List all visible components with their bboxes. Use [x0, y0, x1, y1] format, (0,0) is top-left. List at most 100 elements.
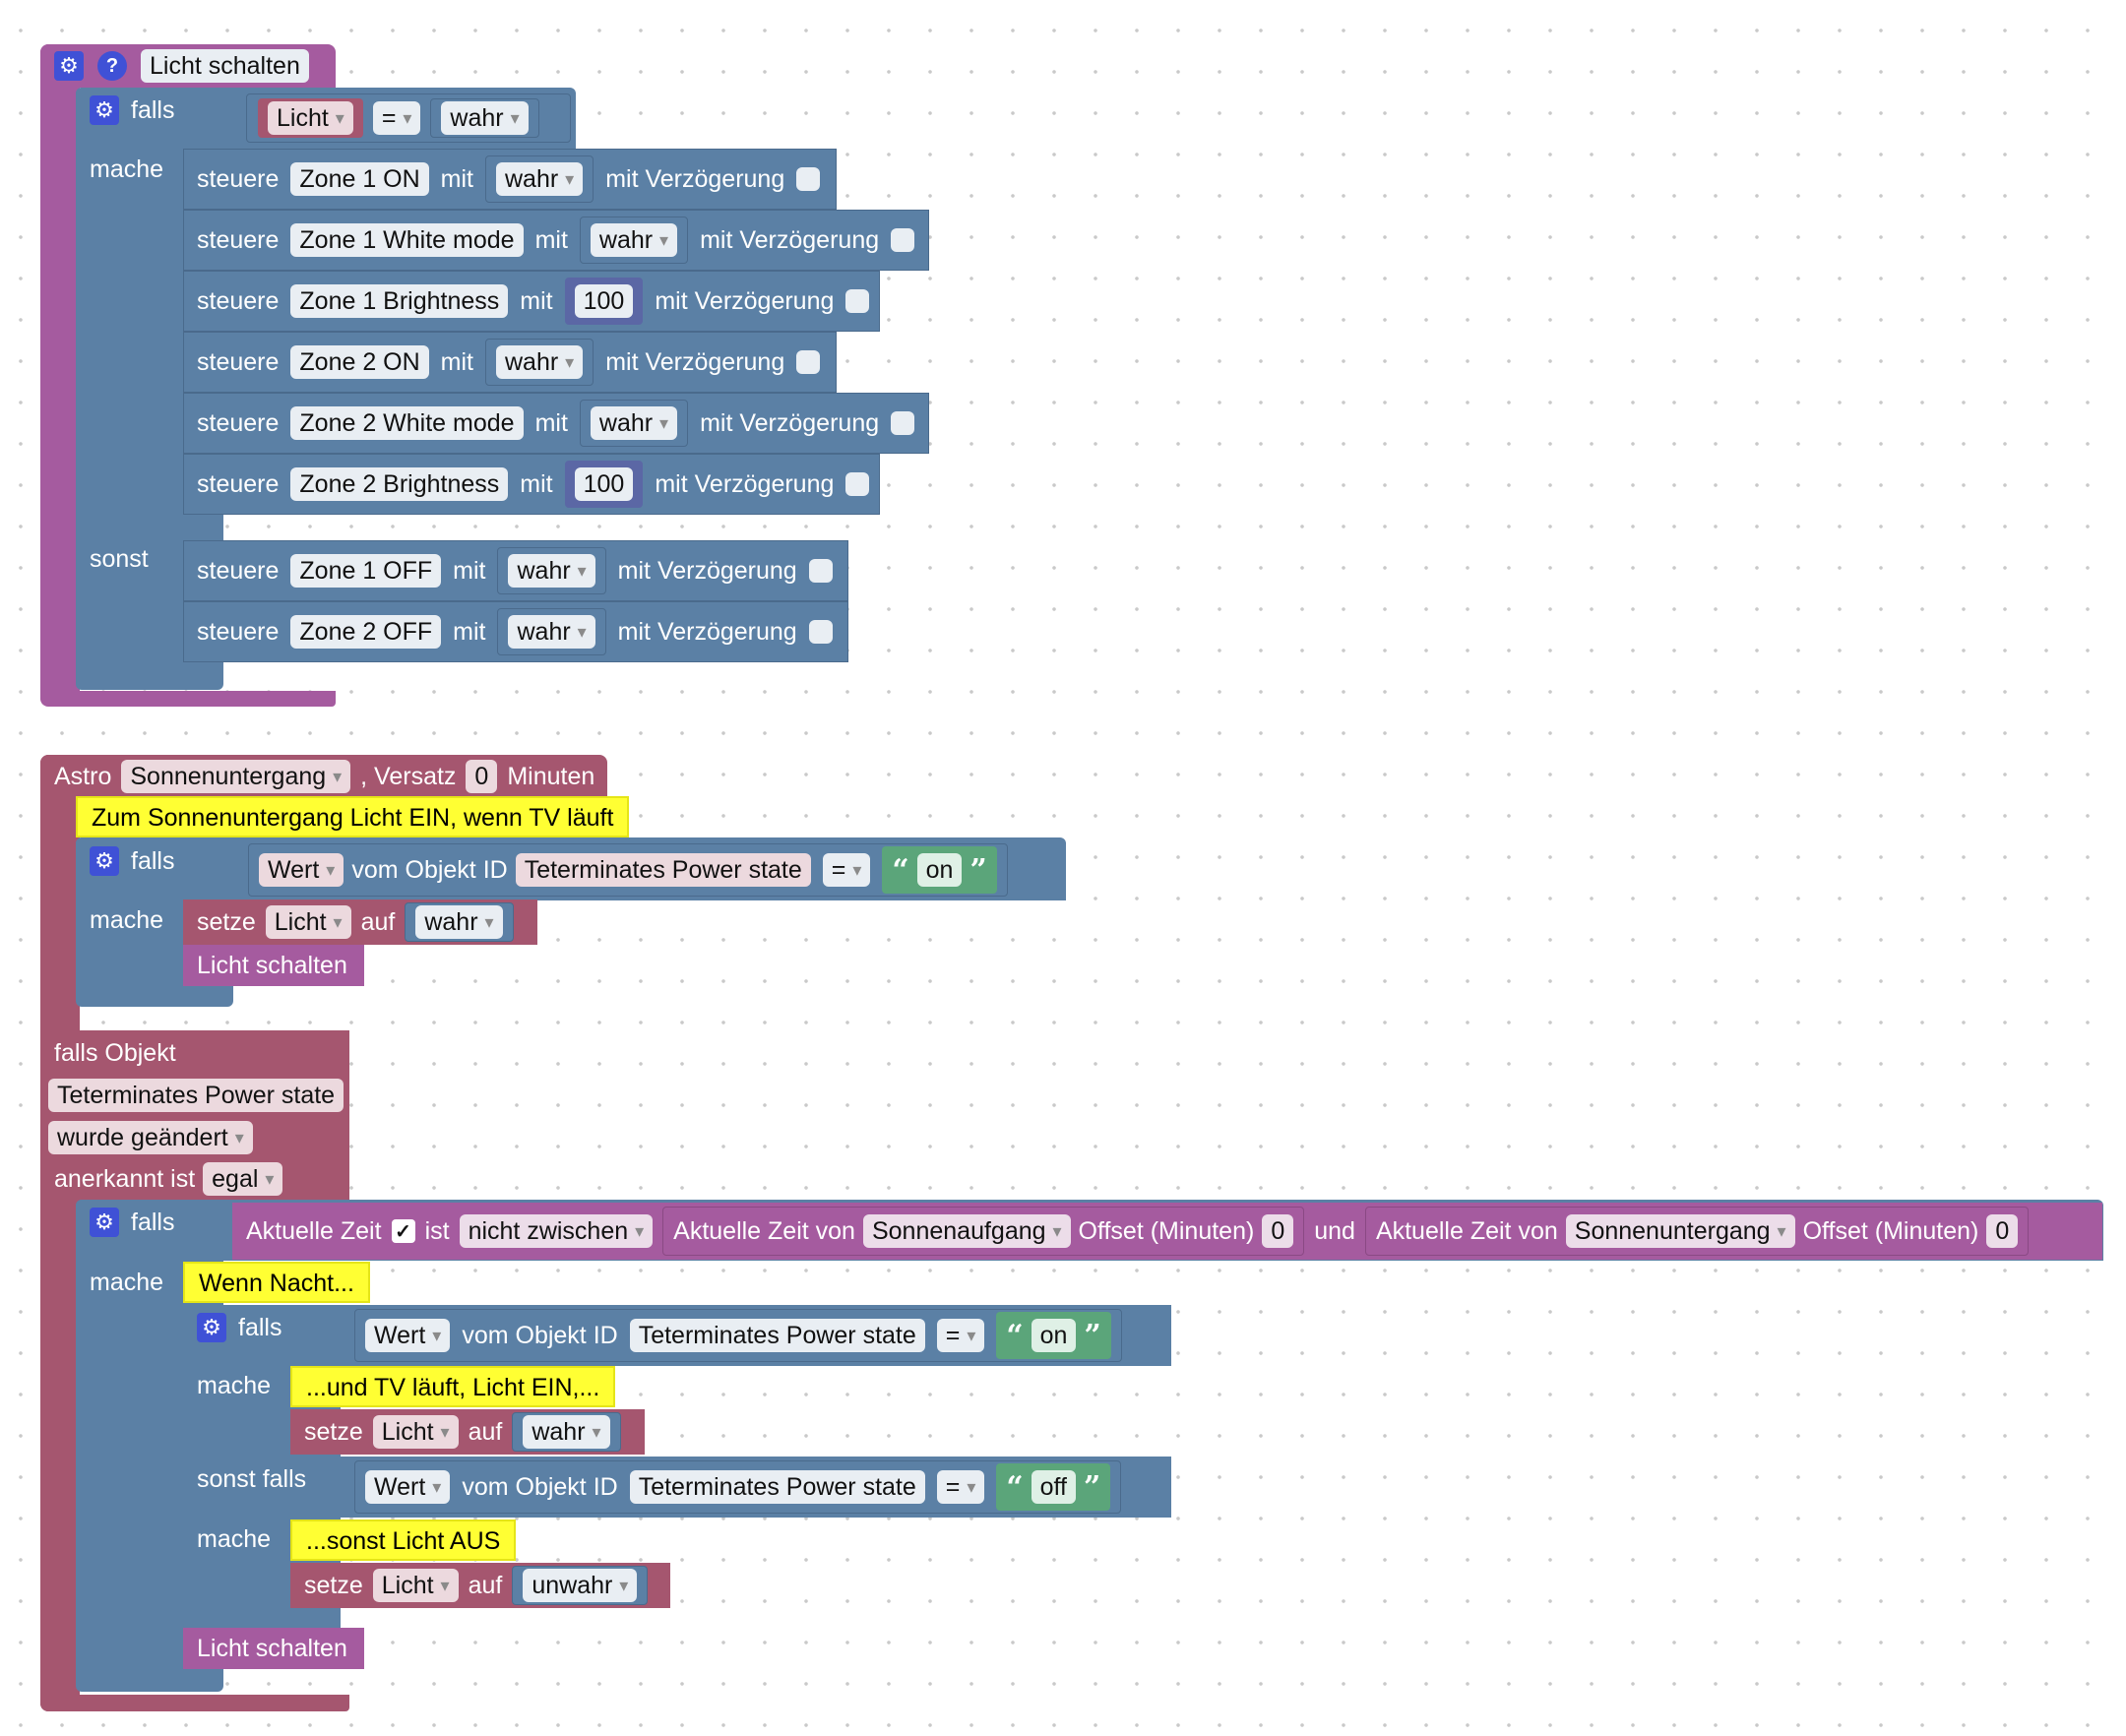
delay-checkbox[interactable]	[808, 559, 833, 583]
string-block[interactable]: “off”	[996, 1463, 1111, 1511]
mache-label-row: mache	[76, 900, 177, 940]
object-trigger-block[interactable]	[40, 1030, 349, 1202]
compare-block[interactable]: Wert ▾ vom Objekt ID Teterminates Power …	[354, 1460, 1122, 1514]
steuere-label: steuere	[197, 617, 280, 646]
object-id-field[interactable]: Teterminates Power state	[515, 853, 811, 887]
object-id-field[interactable]: Teterminates Power state	[48, 1079, 344, 1112]
operator-dropdown[interactable]: = ▾	[822, 853, 871, 887]
astro-event-dropdown[interactable]: Sonnenuntergang ▾	[121, 760, 351, 793]
value-block[interactable]: wahr ▾	[497, 608, 606, 655]
compare-block[interactable]: Wert ▾ vom Objekt ID Teterminates Power …	[354, 1309, 1122, 1362]
astro-time-block[interactable]: Aktuelle Zeit von Sonnenaufgang ▾ Offset…	[662, 1207, 1305, 1256]
delay-checkbox[interactable]	[796, 167, 821, 191]
offset-field[interactable]: 0	[466, 760, 498, 793]
variable-dropdown[interactable]: Licht ▾	[268, 101, 353, 135]
operator-dropdown[interactable]: = ▾	[372, 101, 421, 135]
gear-icon[interactable]: ⚙	[90, 1208, 119, 1237]
value-block[interactable]: wahr ▾	[579, 217, 689, 264]
delay-label: mit Verzögerung	[605, 347, 785, 376]
astro-header: Astro Sonnenuntergang ▾ , Versatz 0 Minu…	[40, 755, 608, 798]
boolean-block[interactable]: wahr ▾	[512, 1412, 621, 1452]
astro-trigger-body	[40, 755, 80, 1030]
delay-label: mit Verzögerung	[605, 164, 785, 193]
sonst-falls-label: sonst falls	[197, 1464, 307, 1493]
value-block[interactable]: wahr ▾	[485, 339, 594, 386]
compare-block[interactable]: Wert ▾ vom Objekt ID Teterminates Power …	[248, 843, 1008, 897]
object-id-field[interactable]: Teterminates Power state	[629, 1319, 925, 1352]
comment-block[interactable]: Wenn Nacht...	[183, 1262, 370, 1303]
vom-objekt-label: vom Objekt ID	[462, 1472, 618, 1501]
else-if-header: sonst falls	[183, 1457, 320, 1502]
function-block-footer	[40, 691, 336, 707]
variable-block[interactable]: Licht ▾	[258, 98, 363, 138]
boolean-block[interactable]: wahr ▾	[430, 98, 539, 138]
string-block[interactable]: “on”	[996, 1312, 1111, 1359]
object-field[interactable]: Zone 1 White mode	[290, 223, 524, 257]
delay-checkbox[interactable]	[891, 228, 915, 252]
delay-label: mit Verzögerung	[655, 469, 835, 498]
delay-checkbox[interactable]	[845, 289, 870, 313]
call-label: Licht schalten	[197, 1634, 347, 1662]
call-licht-schalten-block[interactable]	[183, 945, 364, 986]
operator-dropdown[interactable]: = ▾	[936, 1470, 985, 1504]
operator-dropdown[interactable]: = ▾	[936, 1319, 985, 1352]
delay-checkbox[interactable]	[796, 350, 821, 374]
trigger-dropdown[interactable]: wurde geändert ▾	[48, 1121, 253, 1154]
comment-block[interactable]: ...und TV läuft, Licht EIN,...	[290, 1366, 616, 1407]
falls-label: falls	[238, 1313, 282, 1341]
delay-checkbox[interactable]	[891, 411, 915, 435]
call-label: Licht schalten	[197, 951, 347, 979]
offset-field[interactable]: 0	[1986, 1214, 2019, 1248]
string-block[interactable]: “on”	[882, 846, 997, 894]
control-row-content: steuere Zone 2 ON mit wahr ▾ mit Verzöge…	[183, 332, 834, 393]
object-field[interactable]: Zone 2 Brightness	[290, 467, 509, 501]
delay-checkbox[interactable]	[808, 620, 833, 644]
variable-dropdown[interactable]: Licht ▾	[372, 1569, 459, 1602]
zeit-von-label: Aktuelle Zeit von	[1375, 1216, 1558, 1245]
value-block[interactable]: wahr ▾	[579, 400, 689, 447]
ack-dropdown[interactable]: egal ▾	[203, 1162, 283, 1196]
comment-block[interactable]: Zum Sonnenuntergang Licht EIN, wenn TV l…	[76, 796, 630, 837]
control-row-content: steuere Zone 2 White mode mit wahr ▾ mit…	[183, 393, 928, 454]
help-icon[interactable]: ?	[97, 51, 127, 81]
object-field[interactable]: Zone 2 OFF	[290, 615, 442, 649]
offset-field[interactable]: 0	[1262, 1214, 1294, 1248]
comment-block[interactable]: ...sonst Licht AUS	[290, 1519, 517, 1561]
checkbox-icon[interactable]: ✓	[391, 1219, 415, 1243]
call-licht-schalten-block[interactable]	[183, 1628, 364, 1669]
variable-dropdown[interactable]: Licht ▾	[265, 905, 351, 939]
get-value-block[interactable]: Wert ▾ vom Objekt ID Teterminates Power …	[259, 846, 811, 894]
value-block[interactable]: wahr ▾	[485, 155, 594, 203]
object-field[interactable]: Zone 2 ON	[290, 345, 429, 379]
object-field[interactable]: Zone 1 Brightness	[290, 284, 509, 318]
astro-time-block[interactable]: Aktuelle Zeit von Sonnenuntergang ▾ Offs…	[1364, 1207, 2030, 1256]
object-id-field[interactable]: Teterminates Power state	[629, 1470, 925, 1504]
astro-dropdown[interactable]: Sonnenaufgang ▾	[862, 1214, 1071, 1248]
number-block[interactable]: 100	[564, 461, 644, 508]
wert-dropdown[interactable]: Wert ▾	[365, 1319, 451, 1352]
delay-checkbox[interactable]	[845, 472, 870, 496]
number-block[interactable]: 100	[564, 278, 644, 325]
value-block[interactable]: wahr ▾	[497, 547, 606, 594]
steuere-label: steuere	[197, 225, 280, 254]
object-field[interactable]: Zone 2 White mode	[290, 406, 524, 440]
variable-dropdown[interactable]: Licht ▾	[372, 1415, 459, 1449]
boolean-block[interactable]: unwahr ▾	[512, 1566, 649, 1605]
boolean-block[interactable]: wahr ▾	[405, 902, 514, 942]
range-dropdown[interactable]: nicht zwischen ▾	[459, 1214, 654, 1248]
und-label: und	[1314, 1216, 1355, 1245]
boolean-dropdown[interactable]: wahr ▾	[441, 101, 529, 135]
object-field[interactable]: Zone 1 OFF	[290, 554, 442, 588]
gear-icon[interactable]: ⚙	[197, 1313, 226, 1342]
astro-dropdown[interactable]: Sonnenuntergang ▾	[1565, 1214, 1795, 1248]
object-trigger-footer	[40, 1695, 349, 1711]
mit-label: mit	[440, 164, 473, 193]
gear-icon[interactable]: ⚙	[54, 51, 84, 81]
object-field[interactable]: Zone 1 ON	[290, 162, 429, 196]
gear-icon[interactable]: ⚙	[90, 846, 119, 876]
anerkannt-label: anerkannt ist	[54, 1164, 196, 1193]
function-name-field[interactable]: Licht schalten	[141, 49, 309, 83]
gear-icon[interactable]: ⚙	[90, 95, 119, 125]
control-row-content: steuere Zone 1 ON mit wahr ▾ mit Verzöge…	[183, 149, 834, 210]
wert-dropdown[interactable]: Wert ▾	[365, 1470, 451, 1504]
